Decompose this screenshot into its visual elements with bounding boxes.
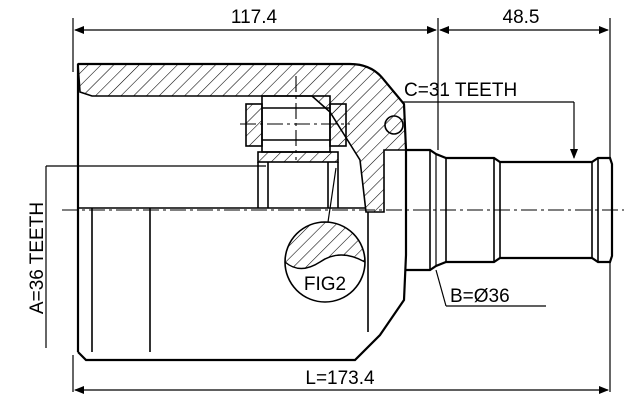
extension-lines (72, 18, 611, 392)
housing-body (76, 62, 408, 362)
roller-bearing (240, 76, 404, 208)
dimension-length: L=173.4 (74, 368, 609, 394)
dim-length-label: L=173.4 (305, 368, 375, 389)
fig2-label: FIG2 (304, 274, 346, 295)
dimension-117-4: 117.4 (74, 7, 437, 34)
label-a: A=36 TEETH (27, 202, 48, 314)
callout-b: B=Ø36 (435, 269, 546, 307)
callout-a: A=36 TEETH (27, 165, 266, 348)
dim-top-right-label: 48.5 (503, 7, 540, 28)
callout-c: C=31 TEETH (402, 80, 578, 159)
label-b: B=Ø36 (450, 286, 510, 307)
dimension-48-5: 48.5 (439, 7, 609, 34)
fig2-detail: FIG2 (284, 167, 366, 303)
dim-top-left-label: 117.4 (231, 7, 278, 28)
label-c: C=31 TEETH (404, 80, 517, 101)
